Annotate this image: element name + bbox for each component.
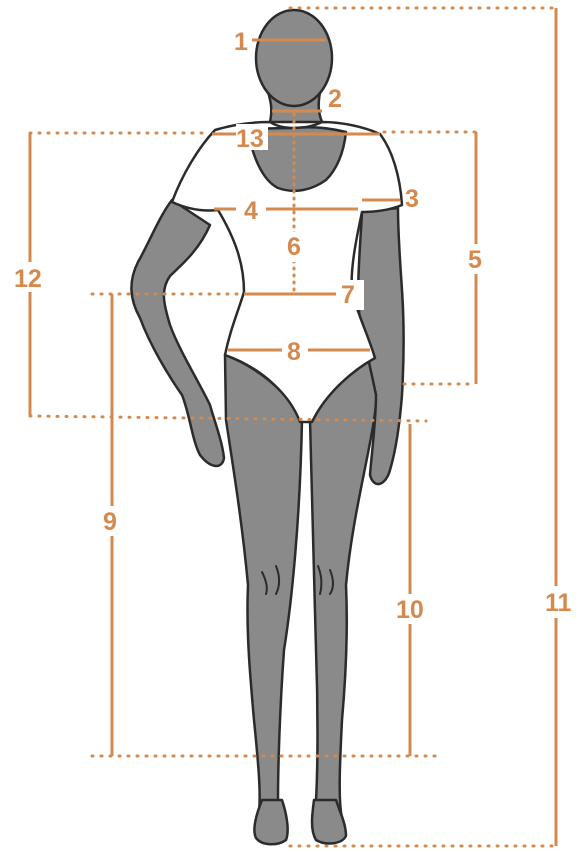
label-6: 6 — [287, 233, 301, 261]
left-foot — [254, 800, 287, 844]
label-11: 11 — [545, 589, 572, 617]
label-10: 10 — [396, 596, 424, 624]
label-9: 9 — [103, 508, 117, 536]
label-1: 1 — [234, 28, 248, 56]
label-8: 8 — [287, 338, 301, 366]
label-2: 2 — [328, 85, 342, 113]
label-13: 13 — [236, 125, 264, 153]
label-12: 12 — [14, 265, 42, 293]
label-5: 5 — [468, 246, 482, 274]
right-leg — [310, 358, 377, 838]
label-7: 7 — [341, 281, 355, 309]
label-3: 3 — [405, 185, 419, 213]
left-leg — [225, 355, 302, 838]
left-arm — [131, 200, 224, 466]
label-4: 4 — [244, 197, 258, 225]
head — [256, 10, 332, 106]
